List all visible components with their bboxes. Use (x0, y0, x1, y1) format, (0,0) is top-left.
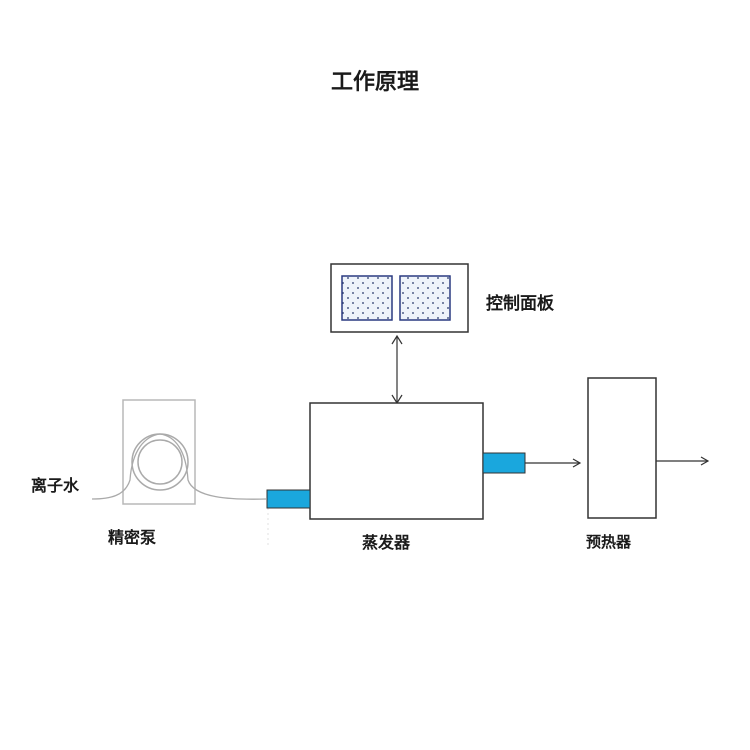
control-panel (330, 263, 469, 333)
outlet-nozzle (482, 452, 526, 474)
evaporator (309, 402, 484, 520)
deionized-water-label: 离子水 (31, 476, 80, 495)
panel-screen-left (341, 275, 393, 321)
precision-pump (122, 399, 196, 505)
water-tube (91, 433, 267, 500)
panel-screen-right (399, 275, 451, 321)
flow-arrow-to-preheater (525, 458, 582, 468)
panel-evaporator-link (391, 334, 403, 405)
inlet-nozzle (266, 489, 311, 509)
precision-pump-label: 精密泵 (108, 528, 157, 547)
evaporator-label: 蒸发器 (362, 533, 411, 552)
page-title: 工作原理 (330, 70, 419, 95)
preheater (587, 377, 657, 519)
preheater-label: 预热器 (586, 533, 632, 551)
control-panel-label: 控制面板 (486, 294, 554, 314)
flow-arrow-output (656, 456, 710, 466)
